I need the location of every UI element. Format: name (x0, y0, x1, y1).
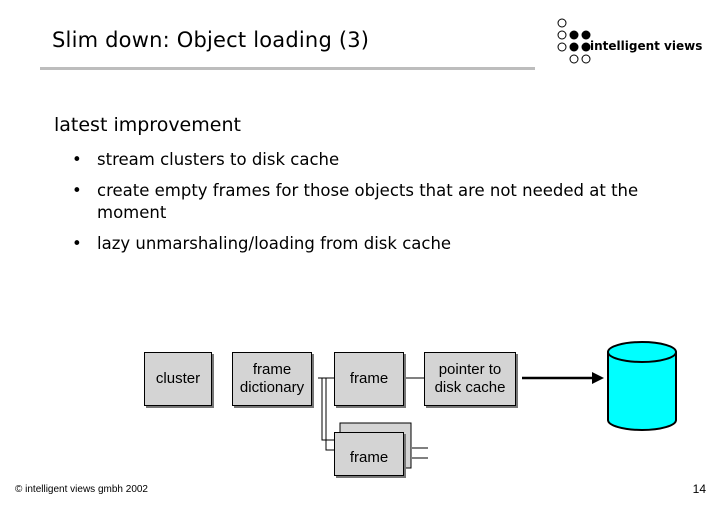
footer-copyright: © intelligent views gmbh 2002 (15, 484, 148, 495)
logo-dots-icon (557, 18, 591, 64)
pointer-box: pointer to disk cache (424, 352, 516, 406)
slide-title: Slim down: Object loading (3) (52, 28, 370, 52)
bullet-item: stream clusters to disk cache (72, 149, 672, 171)
bullet-item: lazy unmarshaling/loading from disk cach… (72, 233, 672, 255)
title-rule (40, 67, 535, 70)
frame-label: frame (349, 370, 389, 387)
stacked-frame-box: frame (334, 432, 404, 476)
pointer-label-2: disk cache (434, 379, 506, 396)
bullet-item: create empty frames for those objects th… (72, 180, 672, 224)
page-number: 14 (692, 482, 706, 496)
cluster-box: cluster (144, 352, 212, 406)
logo-text: intelligent views (590, 39, 703, 53)
heading: latest improvement (54, 114, 241, 136)
cluster-label: cluster (155, 370, 201, 387)
stacked-frame-label: frame (349, 449, 389, 466)
frame-box: frame (334, 352, 404, 406)
bullet-list: stream clusters to disk cache create emp… (72, 149, 672, 264)
frame-dictionary-box: frame dictionary (232, 352, 312, 406)
frame-dictionary-label-1: frame (252, 361, 292, 378)
pointer-label-1: pointer to (438, 361, 502, 378)
disk-cache-icon (607, 341, 677, 431)
frame-dictionary-label-2: dictionary (239, 379, 305, 396)
